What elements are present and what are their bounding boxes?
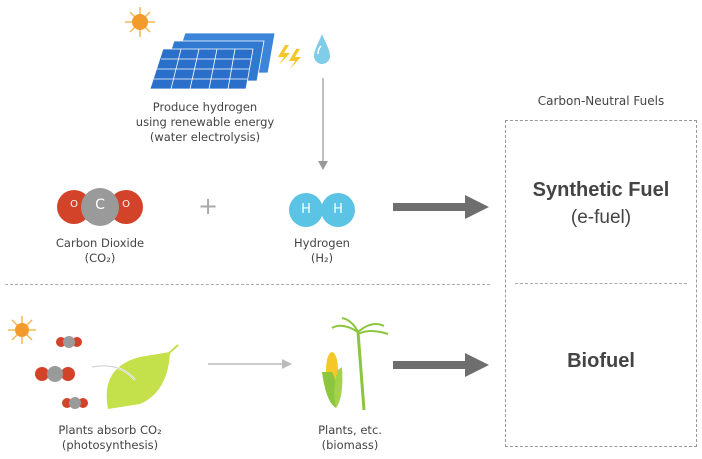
box-divider [515,283,687,284]
co2-label: Carbon Dioxide [55,236,145,250]
arrow-right-icon [393,195,489,219]
corn-icon [322,352,343,408]
photosynthesis-icon [8,316,179,409]
sun-icon [125,7,155,37]
solar-panel-icon [125,7,301,90]
small-arrow-right-icon [208,359,292,369]
leaf-icon [106,352,170,409]
panel-title: Carbon-Neutral Fuels [537,94,665,108]
biomass-caption: Plants, etc. (biomass) [300,423,400,453]
caption-line: (biomass) [321,438,379,452]
biofuel-title: Biofuel [567,350,635,372]
hydrogen-atom: H [333,202,343,217]
electrolysis-caption: Produce hydrogen using renewable energy … [110,100,300,145]
h2-formula: (H₂) [310,251,334,265]
hydrogen-atom: H [301,202,311,217]
water-drop-icon [314,34,330,64]
caption-line: using renewable energy [135,115,275,129]
h2-label: Hydrogen [294,236,350,250]
oxygen-atom: O [122,199,130,210]
oxygen-atom: O [70,199,78,210]
carbon-neutral-fuels-box [505,120,697,447]
carbon-atom: C [95,197,105,213]
caption-line: (photosynthesis) [61,438,159,452]
photosynthesis-caption: Plants absorb CO₂ (photosynthesis) [40,423,180,453]
biomass-plants-icon [322,317,389,411]
h2-caption: Hydrogen (H₂) [272,236,372,266]
plus-sign: + [198,192,219,220]
caption-line: Plants absorb CO₂ [58,423,162,437]
caption-line: Produce hydrogen [152,100,258,114]
co2-molecule-icon: O C O [56,186,144,228]
co2-caption: Carbon Dioxide (CO₂) [40,236,160,266]
h2-molecule-icon: H H [288,192,356,228]
co2-small-icon [35,336,88,409]
sun-icon [8,316,36,344]
down-arrow-icon [318,78,328,170]
co2-formula: (CO₂) [84,251,116,265]
lightning-icon [278,45,301,69]
section-divider [5,284,490,285]
caption-line: (water electrolysis) [149,130,261,144]
arrow-right-icon [393,353,489,377]
caption-line: Plants, etc. [318,423,382,437]
sugarcane-icon [331,317,389,411]
synthetic-fuel-title: Synthetic Fuel [532,179,670,201]
synthetic-fuel-subtitle: (e-fuel) [570,207,632,228]
